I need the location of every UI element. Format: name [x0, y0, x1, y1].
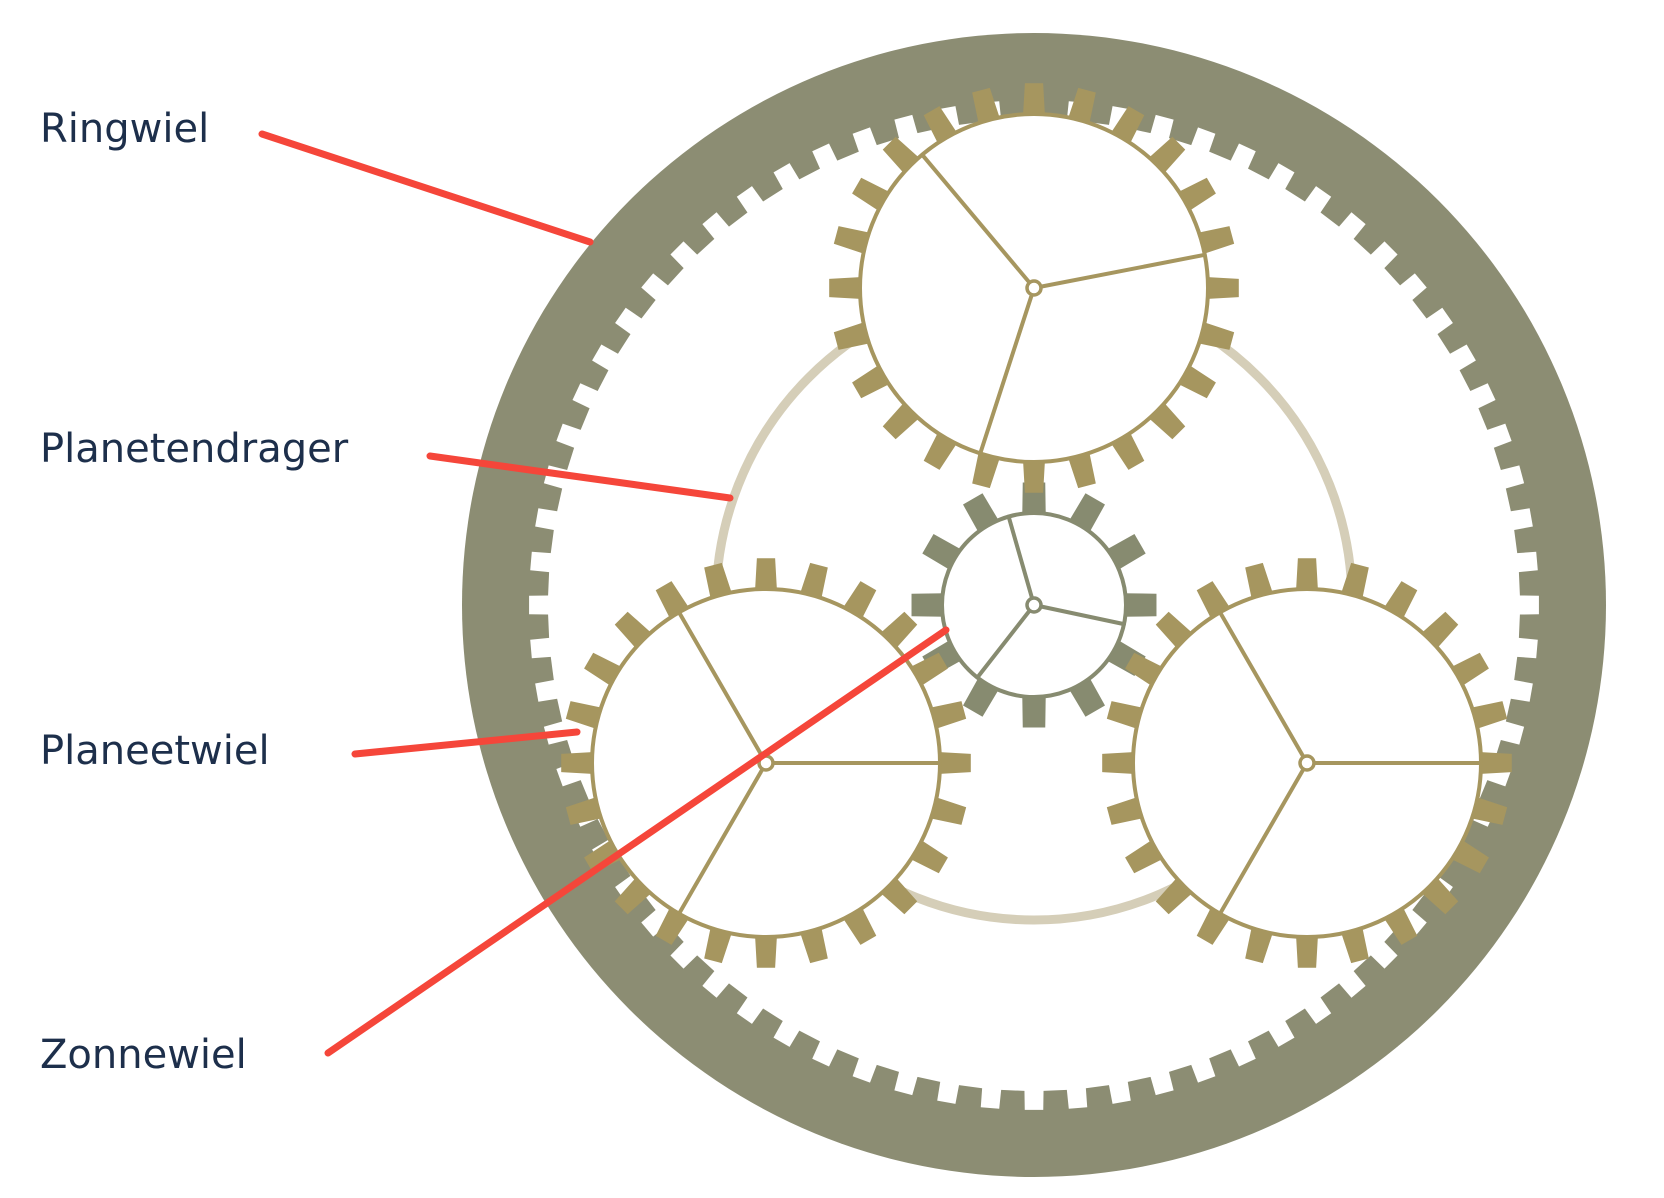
planet-gear-spoke: [978, 287, 1036, 455]
leader-line-ring-gear: [258, 130, 594, 246]
planet-gear-spoke: [1218, 611, 1309, 764]
planet-gear-spoke: [677, 762, 768, 915]
label-sun-gear: Zonnewiel: [40, 1032, 247, 1078]
leader-line-sun-gear: [324, 626, 950, 1057]
sun-gear-spoke: [1006, 514, 1036, 607]
planet-gear-bottom-right: [1102, 558, 1512, 968]
sun-gear-spoke: [1032, 603, 1126, 627]
planet-gear-spoke: [1218, 762, 1309, 915]
sun-gear-hub: [1025, 596, 1043, 614]
leader-line-planet-carrier: [426, 452, 734, 502]
label-ring-gear: Ringwiel: [40, 106, 209, 152]
planet-gear-hub: [1025, 279, 1043, 297]
leader-line-planet-gear: [351, 728, 581, 758]
planet-gear-bottom-left: [561, 558, 971, 968]
sun-gear-spokes: [975, 514, 1126, 680]
sun-gear-spoke: [975, 603, 1036, 680]
label-planet-gear: Planeetwiel: [40, 728, 270, 774]
planet-gear-top: [829, 83, 1239, 493]
planet-gear-hub: [1298, 754, 1316, 772]
planet-gear-spoke: [920, 153, 1036, 290]
planet-gear-spoke: [1033, 252, 1206, 290]
label-planet-carrier: Planetendrager: [40, 426, 349, 472]
sun-gear: [911, 482, 1157, 728]
planet-gear-spoke: [677, 611, 768, 764]
